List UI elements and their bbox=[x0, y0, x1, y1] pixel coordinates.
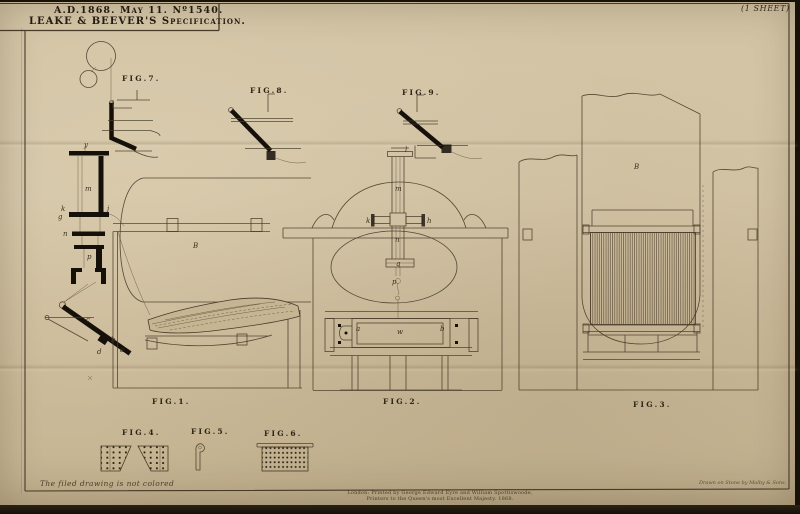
fig4-drawing bbox=[100, 445, 169, 472]
photo-edge-right bbox=[795, 0, 800, 514]
header-date-number: A.D.1868. May 11. Nº1540. bbox=[54, 5, 224, 16]
part-label-y: y bbox=[84, 141, 88, 149]
part-label-k: k bbox=[61, 205, 66, 213]
part-label-w: w bbox=[397, 328, 403, 336]
part-label-j: j bbox=[107, 205, 110, 213]
part-label-B: B bbox=[193, 242, 199, 250]
fig1-drawing bbox=[44, 146, 311, 389]
photo-edge-bottom bbox=[0, 505, 800, 514]
part-label-a: a bbox=[120, 346, 125, 354]
sheet-count-badge: (1 SHEET) bbox=[741, 4, 790, 13]
imprint-line1: London: Printed by George Edward Eyre an… bbox=[347, 490, 533, 496]
fig4-label: FIG.4. bbox=[122, 428, 161, 437]
part-label-a: a bbox=[356, 325, 361, 333]
part-label-m: m bbox=[395, 185, 402, 193]
part-label-b: b bbox=[440, 325, 445, 333]
part-label-B: B bbox=[634, 163, 640, 171]
part-label-h: h bbox=[427, 217, 432, 225]
photo-edge-top bbox=[0, 0, 800, 2]
fig3-label: FIG.3. bbox=[633, 400, 672, 409]
fig3-drawing bbox=[518, 92, 759, 391]
fig8-drawing bbox=[228, 93, 307, 164]
part-label-n: n bbox=[63, 230, 68, 238]
fig7-drawing bbox=[79, 41, 161, 158]
fig2-drawing bbox=[282, 147, 509, 391]
fig6-drawing bbox=[256, 443, 314, 472]
fig8-label: FIG.8. bbox=[250, 86, 289, 95]
fig2-label: FIG.2. bbox=[383, 397, 422, 406]
fig9-label: FIG.9. bbox=[402, 88, 441, 97]
part-label-p: p bbox=[392, 278, 397, 286]
lithographer-credit: Drawn on Stone by Malby & Sons. bbox=[699, 480, 787, 486]
fig7-label: FIG.7. bbox=[122, 74, 161, 83]
part-label-g: g bbox=[58, 213, 63, 221]
printer-imprint: London: Printed by George Edward Eyre an… bbox=[320, 490, 560, 502]
fold-crease-upper bbox=[0, 140, 800, 148]
header-title: LEAKE & BEEVER'S Specification. bbox=[29, 16, 246, 27]
part-label-d: d bbox=[97, 348, 102, 356]
part-label-b: b bbox=[111, 336, 116, 344]
filed-drawing-note: The filed drawing is not colored bbox=[40, 479, 175, 488]
fig5-drawing bbox=[195, 443, 205, 471]
part-label-n: n bbox=[395, 236, 400, 244]
part-label-c: c bbox=[86, 316, 90, 324]
fig1-label: FIG.1. bbox=[152, 397, 191, 406]
part-label-m: m bbox=[85, 185, 92, 193]
part-label-p: p bbox=[87, 253, 92, 261]
fold-crease-lower bbox=[0, 364, 800, 372]
part-label-q: q bbox=[396, 260, 401, 268]
imprint-line2: Printers to the Queen's most Excellent M… bbox=[366, 496, 514, 502]
fig6-label: FIG.6. bbox=[264, 429, 303, 438]
fig5-label: FIG.5. bbox=[191, 427, 230, 436]
fig9-drawing bbox=[396, 94, 483, 159]
part-label-k: k bbox=[366, 217, 371, 225]
part-label-l: l bbox=[405, 146, 408, 154]
sheet-border bbox=[0, 2, 790, 492]
fold-crease-vertical bbox=[21, 28, 23, 494]
